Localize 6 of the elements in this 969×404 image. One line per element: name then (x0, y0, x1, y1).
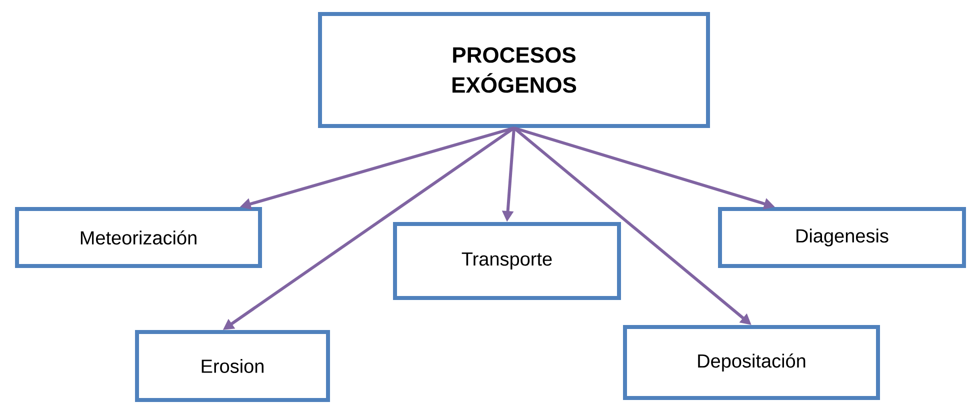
process-box: Depositación (623, 325, 880, 400)
process-box: Diagenesis (718, 207, 966, 268)
process-box: Meteorización (15, 207, 262, 268)
title-box: PROCESOS EXÓGENOS (318, 12, 710, 128)
process-box: Erosion (135, 330, 330, 402)
process-box: Transporte (393, 222, 621, 300)
